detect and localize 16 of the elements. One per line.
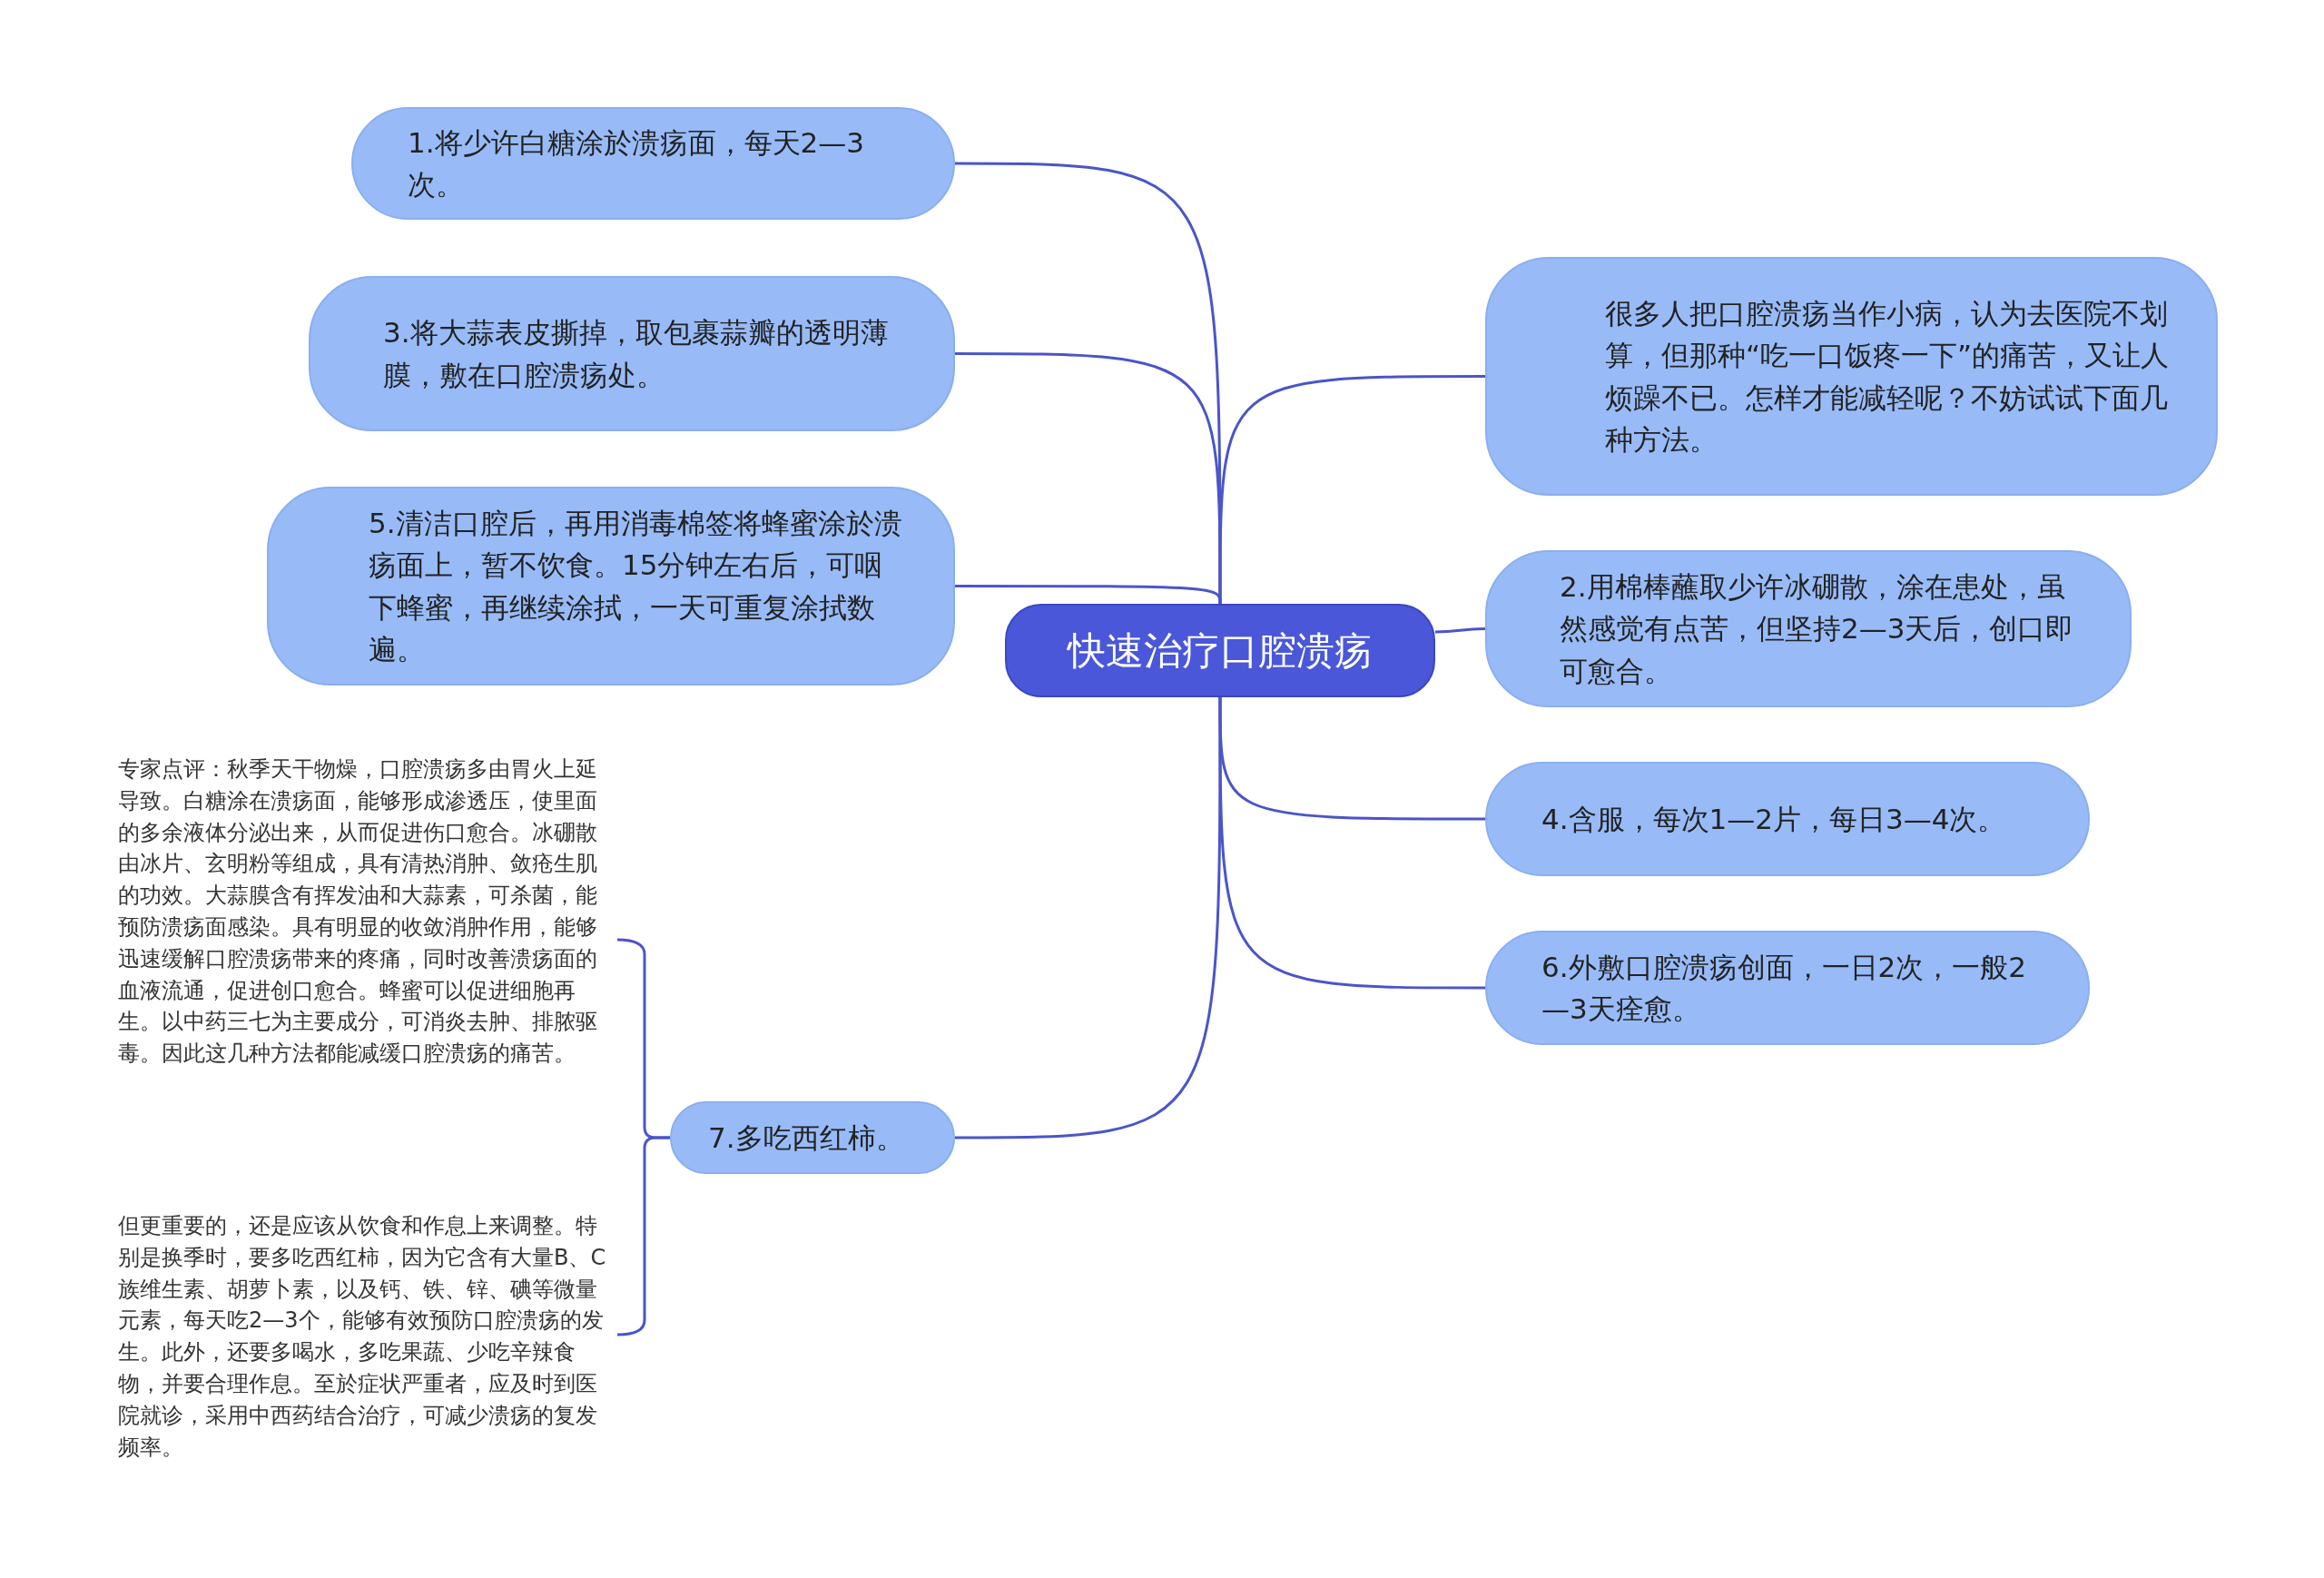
topic-box: 6.外敷口腔溃疡创面，一日2次，一般2—3天痊愈。	[1485, 931, 2090, 1045]
connector-line	[955, 585, 1222, 605]
connector-line	[1218, 697, 1485, 990]
connector-line	[955, 697, 1222, 1139]
topic-box: 2.用棉棒蘸取少许冰硼散，涂在患处，虽然感觉有点苦，但坚持2—3天后，创口即可愈合。	[1485, 550, 2132, 707]
topic-box: 5.清洁口腔后，再用消毒棉签将蜂蜜涂於溃疡面上，暂不饮食。15分钟左右后，可咽下蜂蜜，再继续涂拭，一天可重复涂拭数遍。	[267, 487, 955, 685]
note-text: 专家点评：秋季天干物燥，口腔溃疡多由胃火上延导致。白糖涂在溃疡面，能够形成渗透压，使里面的多余液体分泌出来，从而促进伤口愈合。冰硼散由冰片、玄明粉等组成，具有清热消肿、敛疮生肌的功效。大蒜膜含有挥发油和大蒜素，可杀菌，能预防溃疡面感染。具有明显的收敛消肿作用，能够迅速缓解口腔溃疡带来的疼痛，同时改善溃疡面的血液流通，促进创口愈合。蜂蜜可以促进细胞再生。以中药三七为主要成分，可消炎去肿、排脓驱毒。因此这几种方法都能减缓口腔溃疡的痛苦。	[118, 754, 614, 1130]
central-topic: 快速治疗口腔溃疡	[1005, 604, 1435, 697]
connector-line	[1435, 627, 1485, 634]
topic-box: 3.将大蒜表皮撕掉，取包裹蒜瓣的透明薄膜，敷在口腔溃疡处。	[309, 276, 955, 431]
connector-line	[1218, 375, 1485, 604]
topic-box: 7.多吃西红柿。	[670, 1101, 955, 1174]
topic-box: 4.含服，每次1—2片，每日3—4次。	[1485, 762, 2090, 876]
topic-box: 很多人把口腔溃疡当作小病，认为去医院不划算，但那种“吃一口饭疼一下”的痛苦，又让人烦躁不已。怎样才能减轻呢？不妨试试下面几种方法。	[1485, 257, 2218, 496]
topic-box: 1.将少许白糖涂於溃疡面，每天2—3次。	[351, 107, 955, 220]
note-text: 但更重要的，还是应该从饮食和作息上来调整。特别是换季时，要多吃西红柿，因为它含有大量B、C族维生素、胡萝卜素，以及钙、铁、锌、碘等微量元素，每天吃2—3个，能够有效预防口腔溃疡的发生。此外，还要多喝水，多吃果蔬、少吃辛辣食物，并要合理作息。至於症状严重者，应及时到医院就诊，采用中西药结合治疗，可减少溃疡的复发频率。	[118, 1210, 614, 1460]
